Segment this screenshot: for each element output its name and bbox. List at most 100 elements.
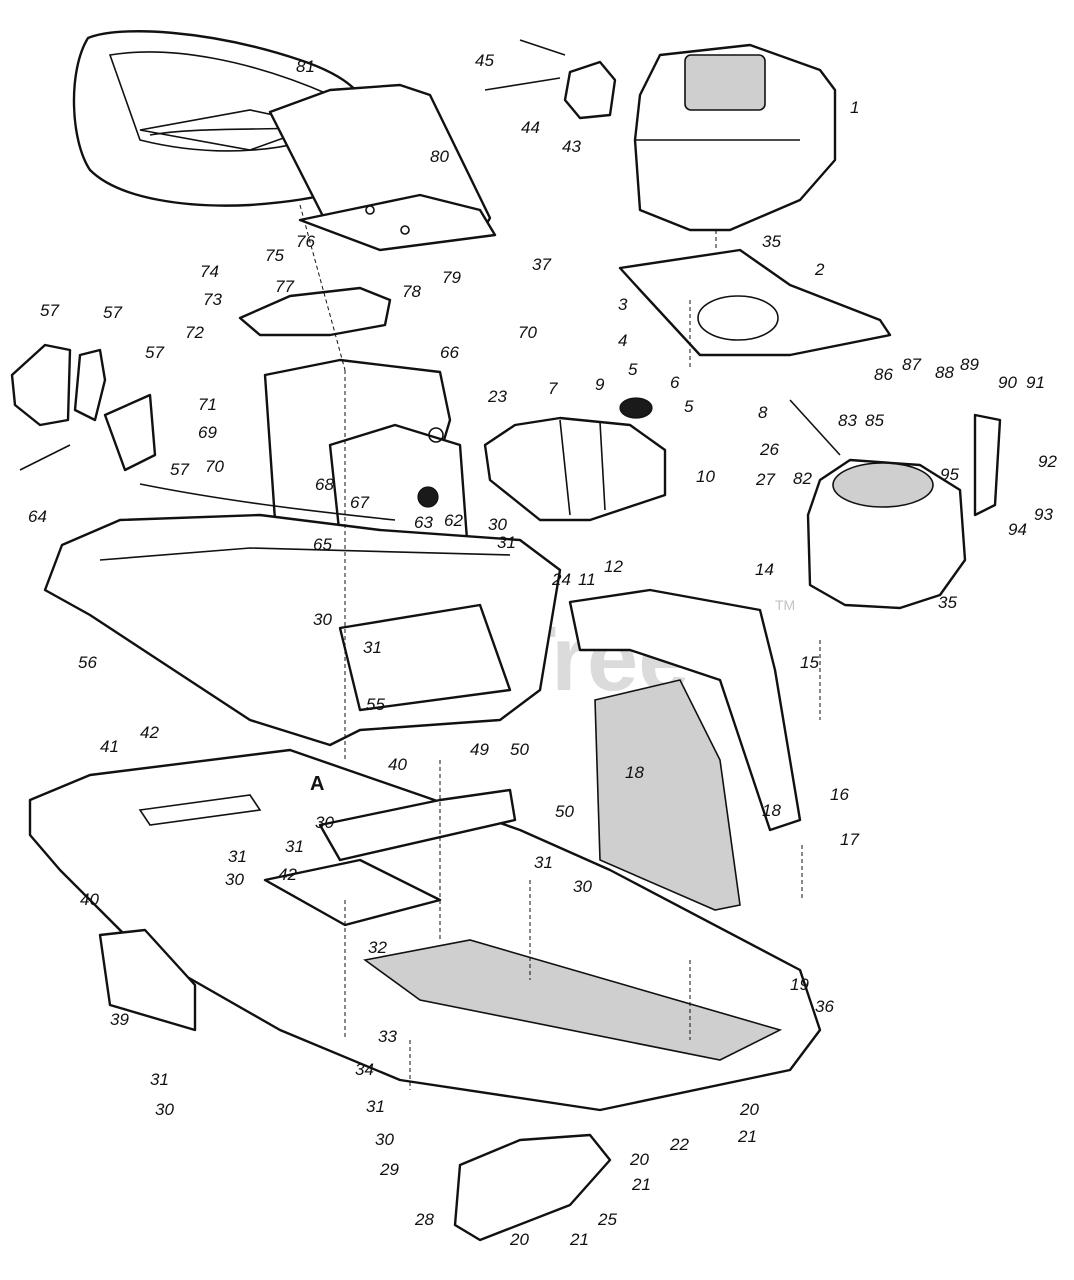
callout-31-g: 31 [366,1097,385,1116]
callout-30-f: 30 [155,1100,174,1119]
callout-39: 39 [110,1010,129,1029]
callout-41: 41 [100,737,119,756]
callout-83: 83 [838,411,857,430]
callout-7: 7 [548,379,558,398]
callout-88: 88 [935,363,954,382]
callout-56: 56 [78,653,97,672]
front-bracket [453,1133,612,1242]
callout-3: 3 [618,295,628,314]
callout-63: 63 [414,513,433,532]
callout-31-e: 31 [534,853,553,872]
callout-20-b: 20 [629,1150,649,1169]
callout-95: 95 [940,465,959,484]
callout-80: 80 [430,147,449,166]
callout-A: A [310,773,324,795]
callout-86: 86 [874,365,893,384]
callout-33: 33 [378,1027,397,1046]
callout-30-d: 30 [225,870,244,889]
callout-19: 19 [790,975,809,994]
callout-17: 17 [840,830,859,849]
callout-89: 89 [960,355,979,374]
callout-21-b: 21 [631,1175,651,1194]
callout-11: 11 [578,570,596,589]
callout-4: 4 [618,331,627,350]
callout-72: 72 [185,323,204,342]
callout-2: 2 [814,260,825,279]
callout-29: 29 [379,1160,399,1179]
callout-78: 78 [402,282,421,301]
callout-22: 22 [669,1135,689,1154]
callout-73: 73 [203,290,222,309]
callout-21-a: 21 [737,1127,757,1146]
callout-40-mid: 40 [388,755,407,774]
callout-93: 93 [1034,505,1053,524]
callout-10: 10 [696,467,715,486]
callout-8: 8 [758,403,768,422]
engine-lower [789,399,1002,610]
callout-40-left: 40 [80,890,99,909]
callout-23: 23 [487,387,507,406]
callout-57-c: 57 [145,343,164,362]
callout-37: 37 [532,255,551,274]
callout-27: 27 [755,470,775,489]
callout-64: 64 [28,507,47,526]
seat-mounting-bracket [268,83,497,252]
callout-31-a: 31 [497,533,516,552]
callout-15: 15 [800,653,819,672]
watermark-trademark: TM [775,597,795,613]
callout-92: 92 [1038,452,1057,471]
callout-21-c: 21 [569,1230,589,1249]
callout-68: 68 [315,475,334,494]
seat-pan [238,286,392,337]
callout-94: 94 [1008,520,1027,539]
callout-12: 12 [604,557,623,576]
engine-mount-plate [618,248,892,357]
callout-66: 66 [440,343,459,362]
callout-31-d: 31 [228,847,247,866]
callout-30-e: 30 [573,877,592,896]
callout-30-a: 30 [488,515,507,534]
callout-31-c: 31 [285,837,304,856]
callout-71: 71 [198,395,217,414]
callout-26: 26 [759,440,779,459]
cross-member [318,788,517,862]
engine-upper [633,43,837,232]
callout-81: 81 [296,57,315,76]
callout-69: 69 [198,423,217,442]
body-shroud [43,513,562,747]
main-frame [28,748,822,1112]
callout-9: 9 [595,375,605,394]
callout-50-right: 50 [555,802,574,821]
callout-62: 62 [444,511,463,530]
callout-5-b: 5 [684,397,694,416]
callout-32: 32 [368,938,387,957]
callout-36: 36 [815,997,834,1016]
callout-30-b: 30 [313,610,332,629]
callout-20-c: 20 [509,1230,529,1249]
callout-42-mid: 42 [278,865,297,884]
callout-35-right: 35 [938,593,957,612]
callout-70-top: 70 [518,323,537,342]
callout-57-a: 57 [40,301,59,320]
callout-77: 77 [275,277,294,296]
callout-31-b: 31 [363,638,382,657]
callout-45: 45 [475,51,494,70]
callout-30-c: 30 [315,813,334,832]
callout-30-g: 30 [375,1130,394,1149]
callout-79: 79 [442,268,461,287]
callout-74: 74 [200,262,219,281]
left-brackets [10,343,157,472]
muffler [484,39,617,120]
callout-75: 75 [265,246,284,265]
callout-24: 24 [551,570,571,589]
side-bracket [98,928,197,1032]
callout-57-d: 57 [170,460,189,479]
callout-55: 55 [366,695,385,714]
callout-87: 87 [902,355,921,374]
leader-lines [299,204,821,1090]
callout-31-f: 31 [150,1070,169,1089]
rear-fender [568,588,802,911]
callout-14: 14 [755,560,774,579]
callout-34: 34 [355,1060,374,1079]
callout-18-b: 18 [762,801,781,820]
